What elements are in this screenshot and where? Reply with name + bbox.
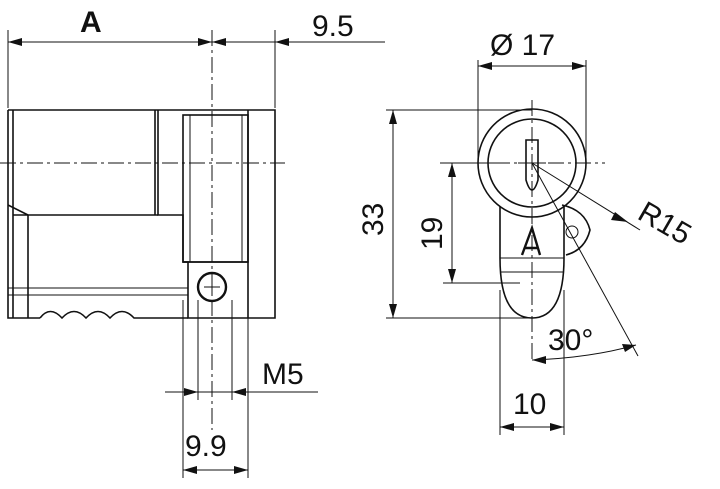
arrow-m5-left bbox=[184, 388, 198, 396]
cylinder-face-outline bbox=[7, 110, 40, 319]
front-view: Ø 17 33 19 R15 30° 10 bbox=[357, 29, 697, 435]
arrow-a-left bbox=[8, 38, 22, 46]
arrow-10-right bbox=[550, 423, 564, 431]
pin-profile bbox=[39, 310, 188, 320]
arrow-9-5-right bbox=[275, 38, 289, 46]
dim-label-10: 10 bbox=[513, 388, 546, 421]
dim-label-d17: Ø 17 bbox=[490, 29, 555, 62]
dim-label-a: A bbox=[80, 6, 102, 39]
arrow-19-top bbox=[448, 163, 456, 177]
cylinder-body-outline bbox=[8, 109, 276, 319]
body-neck bbox=[499, 206, 565, 258]
arrow-33-bottom bbox=[389, 304, 397, 318]
dim-label-9-9: 9.9 bbox=[185, 430, 227, 463]
side-view: A 9.5 M5 9.9 bbox=[0, 6, 385, 478]
arrow-9-9-left bbox=[183, 466, 197, 474]
angle-ray bbox=[531, 162, 639, 357]
cam-slot bbox=[182, 114, 249, 263]
arrow-33-top bbox=[389, 110, 397, 124]
arrow-10-left bbox=[500, 423, 514, 431]
arrow-r15 bbox=[611, 212, 628, 222]
arrow-d17-right bbox=[572, 62, 586, 70]
arrow-angle-left bbox=[532, 356, 546, 364]
arrow-m5-right bbox=[232, 388, 246, 396]
dim-label-r15: R15 bbox=[633, 195, 697, 251]
cam-lever bbox=[561, 204, 591, 256]
dim-label-m5: M5 bbox=[262, 358, 304, 391]
arrow-9-9-right bbox=[234, 466, 248, 474]
dim-label-angle: 30° bbox=[548, 324, 593, 357]
dim-label-33: 33 bbox=[357, 203, 390, 236]
brand-logo-icon bbox=[520, 224, 542, 256]
arrow-angle-right bbox=[622, 344, 636, 352]
front-step bbox=[7, 204, 29, 216]
cam-pivot bbox=[565, 225, 579, 239]
arrow-a-right bbox=[198, 38, 212, 46]
arrow-19-bottom bbox=[448, 269, 456, 283]
dim-label-9-5: 9.5 bbox=[312, 10, 354, 43]
keyhole bbox=[525, 139, 539, 191]
arrow-9-5-left bbox=[212, 38, 226, 46]
dim-label-19: 19 bbox=[416, 217, 449, 250]
cam-slot-inner bbox=[189, 114, 243, 263]
arrow-d17-left bbox=[478, 62, 492, 70]
